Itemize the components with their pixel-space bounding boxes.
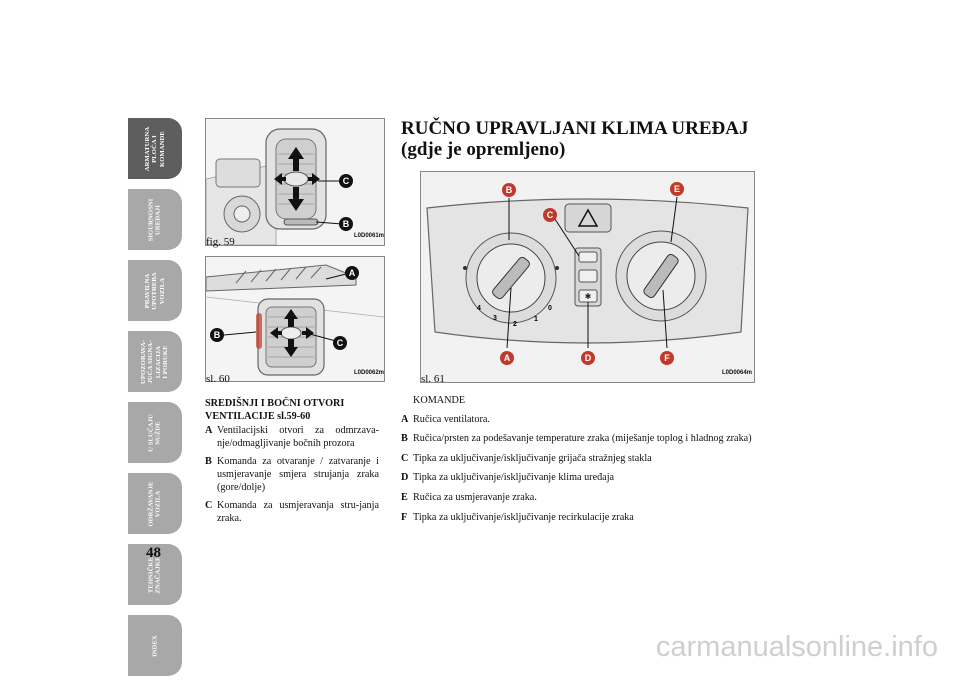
- item-text: Komanda za usmjeravanja stru-janja zraka…: [217, 500, 379, 524]
- title-line-1: RUČNO UPRAVLJANI KLIMA UREĐAJ: [401, 118, 749, 139]
- item-key: C: [401, 452, 409, 464]
- item-key: A: [205, 425, 213, 437]
- controls-item-f: F Tipka za uključivanje/isključivanje re…: [401, 512, 773, 525]
- page-title: RUČNO UPRAVLJANI KLIMA UREĐAJ (gdje je o…: [401, 118, 748, 160]
- item-key: B: [205, 456, 212, 468]
- controls-item-a: A Ručica ventilatora.: [401, 414, 773, 427]
- controls-item-b: B Ručica/prsten za podešavanje temperatu…: [401, 433, 773, 446]
- item-key: A: [401, 413, 409, 425]
- vents-item-c: C Komanda za usmjeravanja stru-janja zra…: [205, 500, 379, 525]
- tab-tehnicke-znacajke[interactable]: TEHNIČKE ZNAČAJKE: [128, 544, 182, 605]
- fig59-label-c: C: [343, 176, 350, 186]
- watermark: carmanualsonline.info: [655, 631, 938, 663]
- item-key: B: [401, 433, 408, 445]
- fig61-label-f: F: [664, 353, 670, 363]
- title-line-2: (gdje je opremljeno): [401, 139, 566, 160]
- figure-60: A B C: [205, 256, 385, 382]
- page-number: 48: [146, 545, 161, 561]
- climate-control-illustration: 4 3 2 1 0 ✱ B E C A: [421, 172, 754, 382]
- controls-item-c: C Tipka za uključivanje/isključivanje gr…: [401, 453, 773, 466]
- fig61-label-a: A: [504, 353, 511, 363]
- item-key: E: [401, 491, 408, 503]
- item-text: Ručica ventilatora.: [413, 413, 490, 425]
- fig61-label-b: B: [506, 185, 513, 195]
- vents-heading: SREDIŠNJI I BOČNI OTVORI VENTILACIJE sl.…: [205, 398, 345, 422]
- tab-armaturna-ploca[interactable]: ARMATURNA PLOČA I KOMANDE: [128, 118, 182, 179]
- fig61-caption: sl. 61: [421, 373, 445, 385]
- item-text: Tipka za uključivanje/isključivanje reci…: [413, 511, 634, 523]
- fig61-label-c: C: [547, 210, 554, 220]
- dial-number-3: 3: [493, 315, 497, 322]
- fig60-label-b: B: [214, 330, 221, 340]
- fig59-code: L0D0061m: [354, 233, 385, 239]
- tab-upozoravajuca-signalizacija[interactable]: UPOZORAVA- JUĆA SIGNA- LIZACIJA I PORUKE: [128, 331, 182, 392]
- item-key: C: [205, 500, 213, 512]
- fig60-label-c: C: [337, 338, 344, 348]
- vents-description: SREDIŠNJI I BOČNI OTVORI VENTILACIJE sl.…: [205, 398, 379, 525]
- controls-description: KOMANDE A Ručica ventilatora. B Ručica/p…: [401, 395, 773, 524]
- fig61-code: L0D0064m: [722, 370, 753, 376]
- figure-59: C B: [205, 118, 385, 246]
- vents-item-b: B Komanda za otvaranje / zatvaranje i us…: [205, 456, 379, 494]
- item-key: F: [401, 511, 408, 523]
- tab-odrzavanje-vozila[interactable]: ODRŽAVANJE VOZILA: [128, 473, 182, 534]
- fig59-caption: fig. 59: [206, 236, 235, 248]
- item-text: Ručica za usmjeravanje zraka.: [413, 491, 537, 503]
- item-text: Ručica/prsten za podešavanje temperature…: [413, 433, 752, 445]
- fig60-caption: sl. 60: [206, 373, 230, 385]
- fig61-label-e: E: [674, 184, 680, 194]
- controls-heading: KOMANDE: [413, 395, 466, 406]
- fig60-label-a: A: [349, 268, 356, 278]
- dial-number-2: 2: [513, 321, 517, 328]
- controls-item-e: E Ručica za usmjeravanje zraka.: [401, 492, 773, 505]
- figure-61: 4 3 2 1 0 ✱ B E C A: [420, 171, 755, 383]
- item-text: Ventilacijski otvori za odmrzava-nje/odm…: [217, 425, 379, 449]
- tab-sigurnosni-uredaji[interactable]: SIGURNOSNI UREĐAJI: [128, 189, 182, 250]
- tab-u-slucaju-nuzde[interactable]: U SLUČAJU NUŽDE: [128, 402, 182, 463]
- fig59-label-b: B: [343, 219, 350, 229]
- controls-item-d: D Tipka za uključivanje/isključivanje kl…: [401, 472, 773, 485]
- side-vent-illustration: A B C: [206, 257, 384, 381]
- section-tabs: ARMATURNA PLOČA I KOMANDE SIGURNOSNI URE…: [128, 118, 186, 686]
- item-text: Tipka za uključivanje/isključivanje klim…: [413, 472, 615, 484]
- fig61-label-d: D: [585, 353, 592, 363]
- dial-number-1: 1: [534, 316, 538, 323]
- item-text: Komanda za otvaranje / zatvaranje i usmj…: [217, 456, 379, 493]
- item-text: Tipka za uključivanje/isključivanje grij…: [413, 452, 652, 464]
- dial-number-0: 0: [548, 305, 552, 312]
- item-key: D: [401, 472, 409, 484]
- fig60-code: L0D0062m: [354, 370, 385, 376]
- vents-item-a: A Ventilacijski otvori za odmrzava-nje/o…: [205, 425, 379, 450]
- ac-snowflake-icon: ✱: [585, 292, 592, 301]
- tab-index[interactable]: INDEX: [128, 615, 182, 676]
- tab-pravilna-upotreba[interactable]: PRAVILNA UPOTREBA VOZILA: [128, 260, 182, 321]
- central-vent-illustration: C B: [206, 119, 384, 245]
- dial-number-4: 4: [477, 305, 481, 312]
